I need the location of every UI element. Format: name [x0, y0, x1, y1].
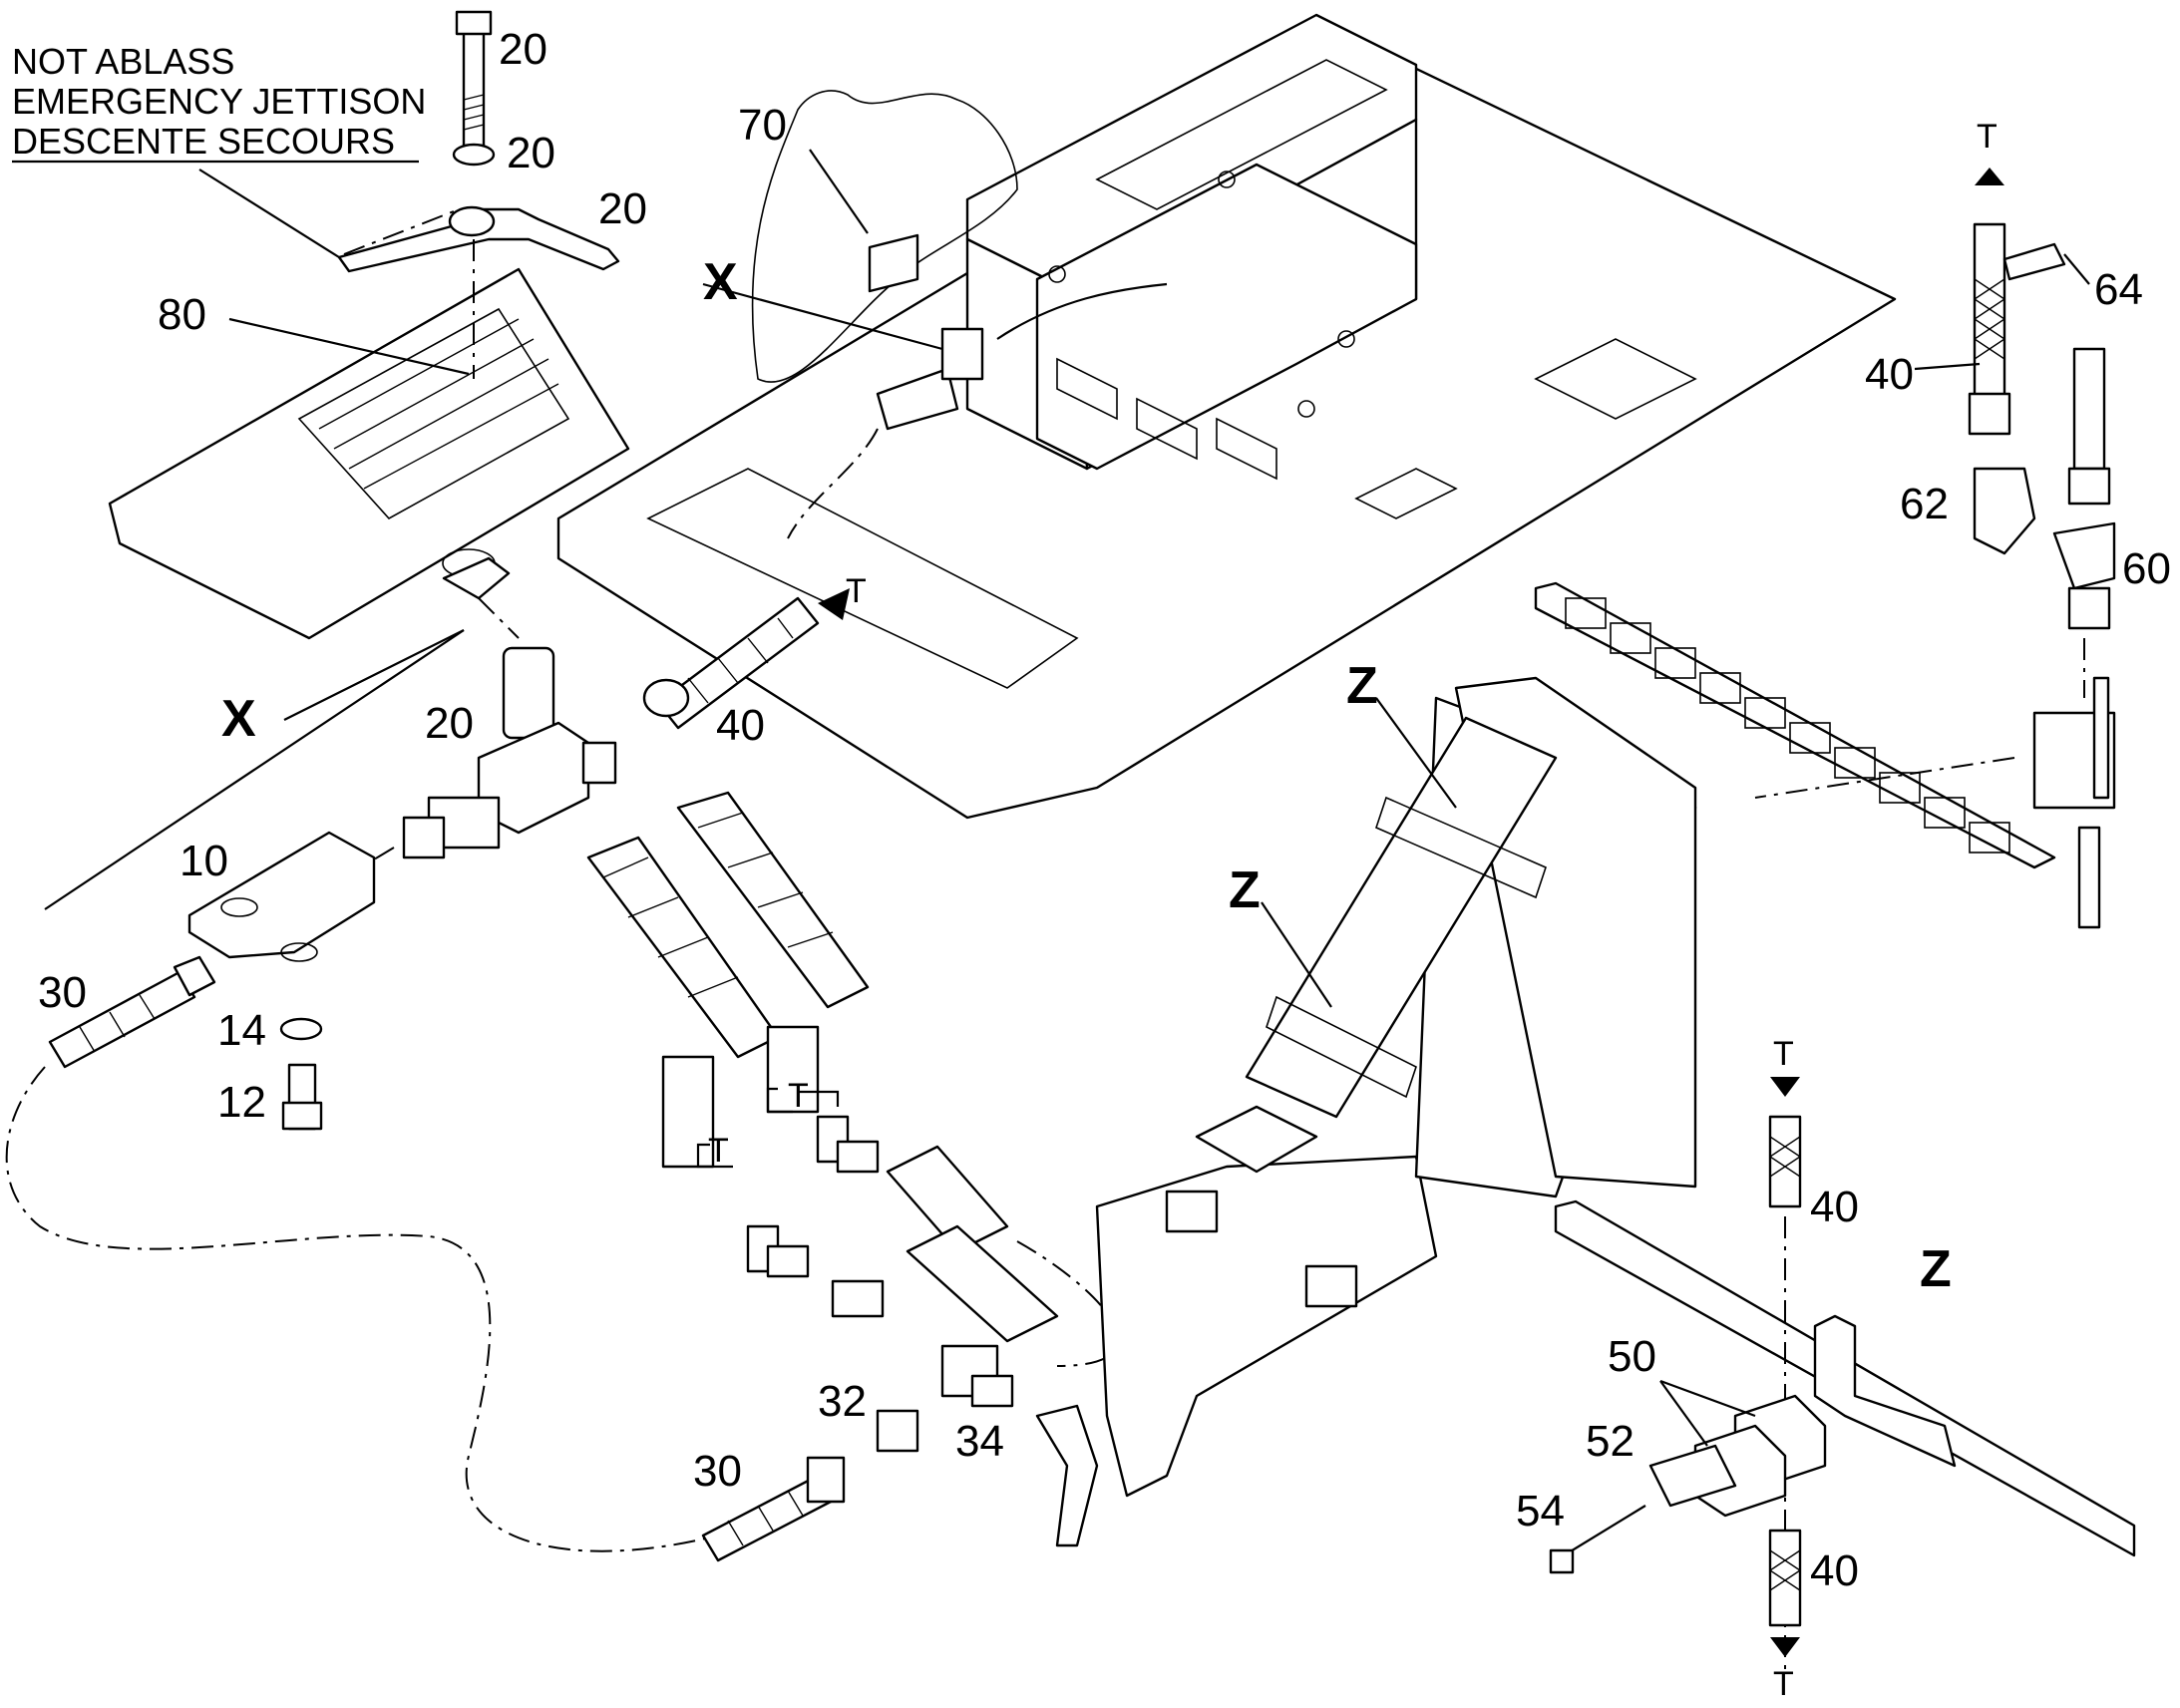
callout-12: 12 — [217, 1078, 266, 1127]
cloud-outline — [751, 90, 1018, 383]
tee-label-3: T — [788, 1077, 809, 1115]
brake-pedals — [586, 791, 870, 1169]
callout-60: 60 — [2122, 544, 2171, 593]
callout-50: 50 — [1608, 1332, 1656, 1381]
note-line-1: NOT ABLASS — [12, 41, 234, 82]
fittings — [696, 1087, 1120, 1562]
view-z-1: Z — [1346, 657, 1378, 715]
callout-40c: 40 — [1810, 1183, 1859, 1231]
hose-route — [5, 1066, 719, 1552]
callout-14: 14 — [217, 1006, 266, 1055]
tee-label-2: T — [708, 1132, 729, 1170]
callout-40a: 40 — [716, 701, 765, 750]
callout-30a: 30 — [38, 968, 87, 1017]
callout-20d: 20 — [425, 699, 474, 748]
view-x-detail: X — [221, 690, 256, 748]
bracket-z — [1549, 1077, 2136, 1675]
callout-80: 80 — [158, 290, 206, 339]
callout-10: 10 — [180, 837, 228, 885]
valve-assembly-x — [48, 556, 850, 1131]
callout-40b: 40 — [1865, 350, 1914, 399]
callout-64: 64 — [2094, 265, 2143, 314]
decal-part-70 — [868, 233, 919, 293]
callout-34: 34 — [955, 1417, 1004, 1466]
callout-labels: NOT ABLASS EMERGENCY JETTISON DESCENTE S… — [12, 25, 2171, 1703]
note-line-3: DESCENTE SECOURS — [12, 121, 395, 162]
floor-mat — [108, 267, 630, 640]
view-x-top: X — [703, 253, 738, 311]
callout-52: 52 — [1586, 1417, 1635, 1466]
callout-20b: 20 — [507, 129, 555, 177]
jettison-valve-group — [198, 10, 620, 379]
valve-on-plate — [787, 282, 1168, 539]
note-line-2: EMERGENCY JETTISON — [12, 81, 426, 122]
callout-62: 62 — [1900, 480, 1949, 528]
view-z-2: Z — [1229, 861, 1261, 919]
floor-plate — [556, 13, 1897, 820]
valve-rail — [1534, 581, 2116, 929]
tee-label-5: T — [1773, 1035, 1794, 1073]
callout-20c: 20 — [598, 184, 647, 233]
tee-label-6: T — [1773, 1665, 1794, 1703]
callout-40d: 40 — [1810, 1546, 1859, 1595]
callout-70: 70 — [738, 101, 787, 150]
tee-label-4: T — [1977, 118, 1998, 156]
tee-label-1: T — [846, 572, 867, 610]
callout-20a: 20 — [499, 25, 547, 74]
callout-32: 32 — [818, 1377, 867, 1426]
hose-40-assembly-top — [1914, 168, 2116, 630]
callout-30b: 30 — [693, 1447, 742, 1496]
view-z-detail: Z — [1920, 1240, 1952, 1298]
pedal-support-frame — [1095, 676, 1697, 1498]
callout-54: 54 — [1516, 1487, 1565, 1536]
